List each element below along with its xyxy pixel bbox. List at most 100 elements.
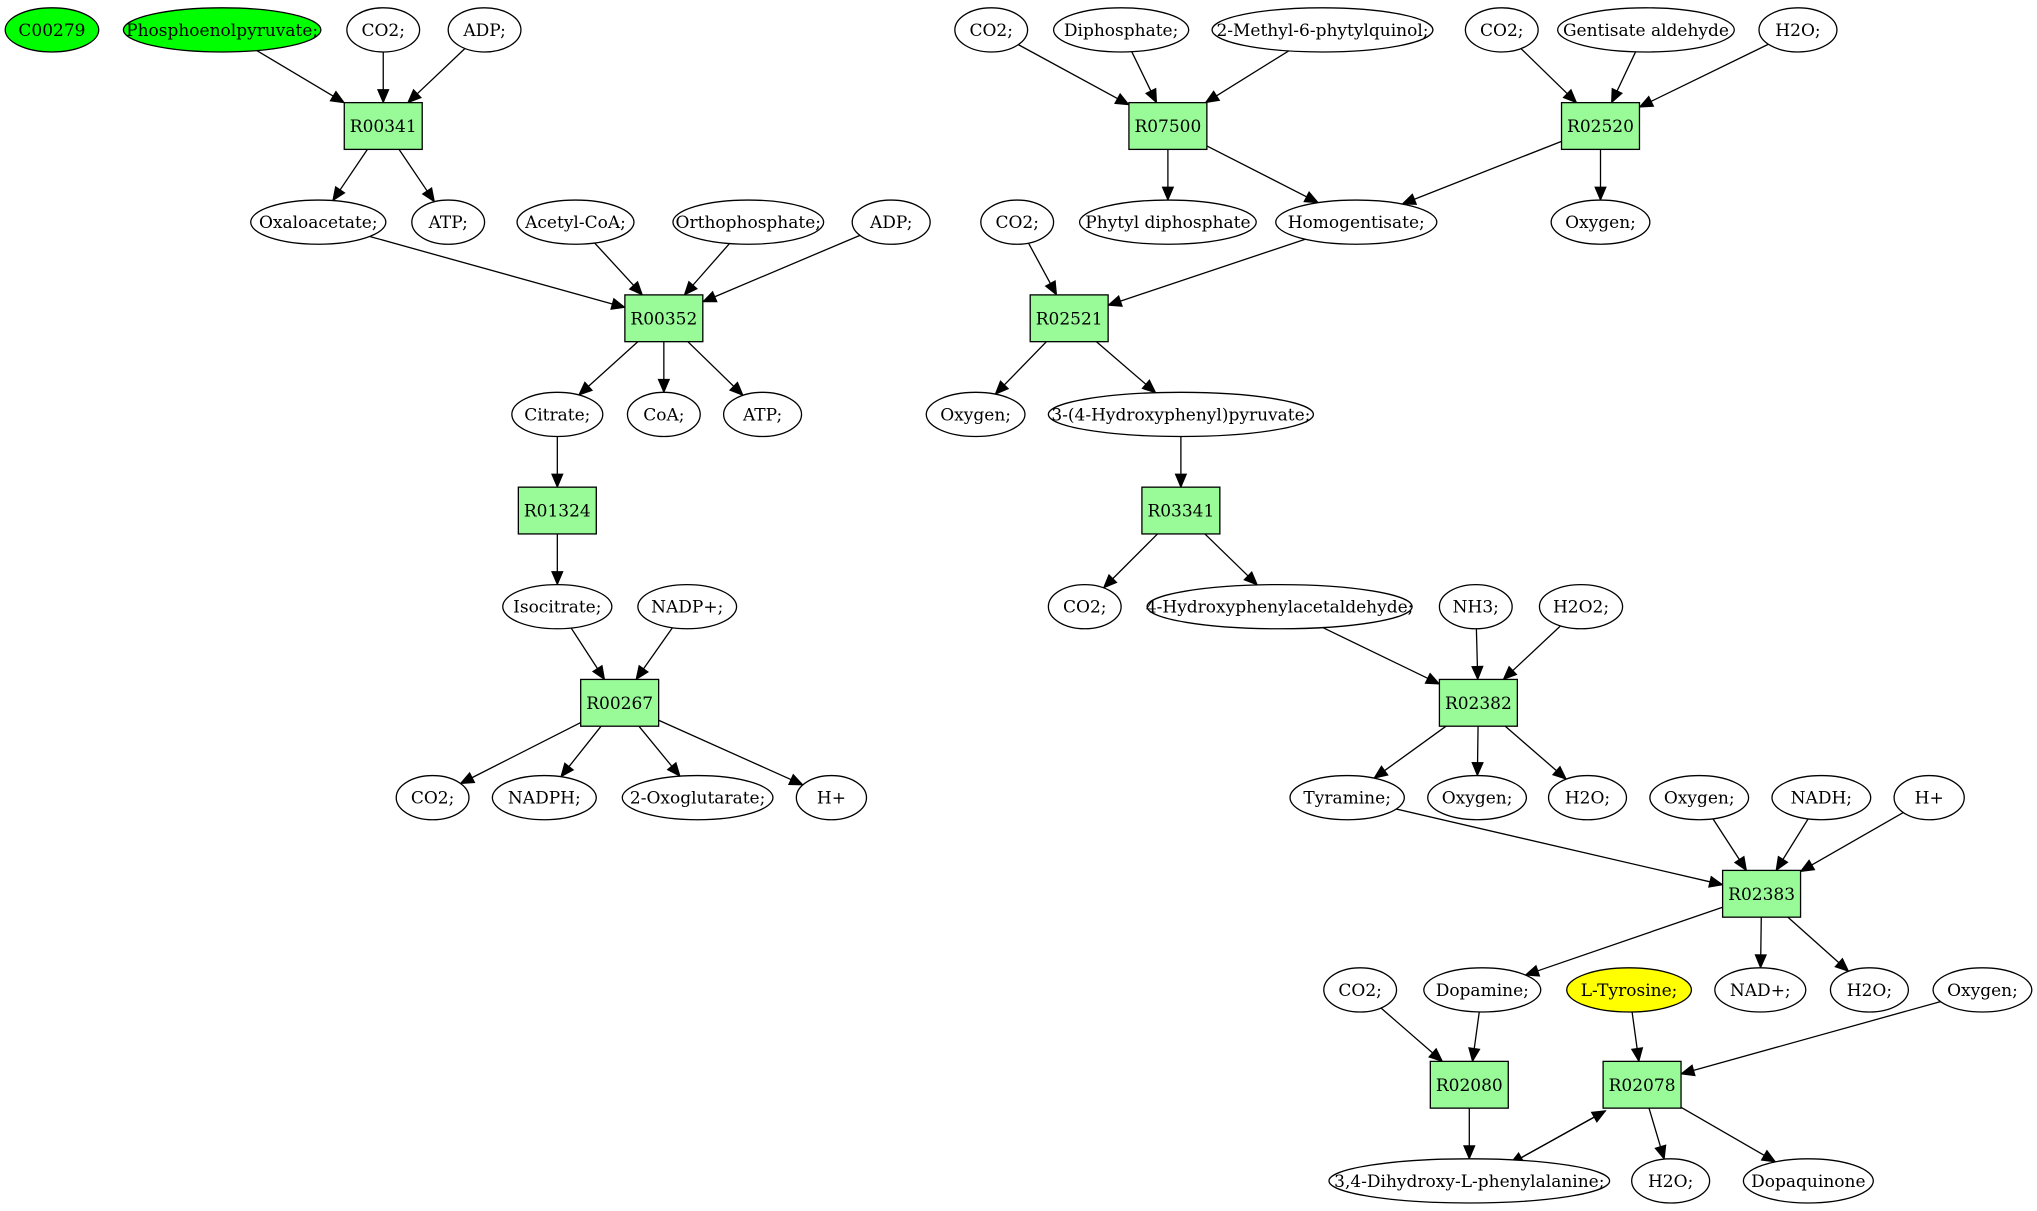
edge-line [638,725,673,767]
compound-node-co2_g[interactable]: CO2; [1323,967,1398,1013]
compound-node-co2_d[interactable]: CO2; [1464,7,1539,53]
node-label: NADP+; [651,598,723,618]
compound-node-coa[interactable]: CoA; [626,391,701,438]
edge-r02520-to-homogent [1401,140,1562,205]
compound-node-oxy_a[interactable]: Oxygen; [1550,199,1651,245]
compound-node-homogent[interactable]: Homogentisate; [1275,199,1438,245]
compound-node-co2_c[interactable]: CO2; [954,7,1029,53]
edge-line [416,48,466,95]
compound-node-nadh[interactable]: NADH; [1771,774,1872,821]
compound-node-adp_a[interactable]: ADP; [447,7,522,53]
reaction-node-r00267[interactable]: R00267 [580,678,660,727]
compound-node-dopa[interactable]: 3,4-Dihydroxy-L-phenylalanine; [1328,1158,1611,1204]
compound-node-hpaa[interactable]: 4-Hydroxyphenylacetaldehyde; [1146,583,1414,630]
compound-node-isocitrate[interactable]: Isocitrate; [502,583,613,630]
compound-node-gentald[interactable]: Gentisate aldehyde [1556,7,1735,53]
edge-r03341-to-hpaa [1204,533,1259,586]
compound-node-co2_a[interactable]: CO2; [346,7,421,53]
compound-node-h2o2[interactable]: H2O2; [1538,583,1624,630]
edge-line [1475,628,1479,667]
compound-ellipse [1146,583,1413,630]
node-label: 2-Oxoglutarate; [630,789,765,809]
compound-ellipse [1438,583,1513,630]
compound-node-atp_a[interactable]: ATP; [411,199,486,245]
node-label: Oxygen; [1664,789,1735,809]
reaction-node-r02080[interactable]: R02080 [1429,1060,1509,1109]
reaction-node-r02383[interactable]: R02383 [1721,869,1802,918]
compound-node-ppi[interactable]: Diphosphate; [1052,7,1190,53]
compound-node-co2_f[interactable]: CO2; [1047,583,1122,630]
arrowhead [1373,765,1389,779]
edge-r07500-to-homogent [1206,145,1320,204]
compound-node-citrate[interactable]: Citrate; [511,391,604,438]
compound-ellipse [1052,7,1190,53]
compound-node-oxoglu[interactable]: 2-Oxoglutarate; [621,774,774,821]
compound-node-tyrosine[interactable]: L-Tyrosine; [1566,967,1693,1013]
compound-node-nadph[interactable]: NADPH; [491,774,597,821]
reaction-node-r00341[interactable]: R00341 [343,101,423,151]
compound-node-nadp[interactable]: NADP+; [637,583,738,630]
compound-ellipse [637,583,738,630]
edge-gentald-to-r02520 [1611,51,1637,104]
compound-ellipse [1550,199,1651,245]
compound-node-oxy_d[interactable]: Oxygen; [1649,774,1750,821]
compound-node-h2o_b[interactable]: H2O; [1547,774,1628,821]
arrowhead [1204,90,1221,104]
edge-line [1414,140,1562,200]
compound-node-adp_b[interactable]: ADP; [851,199,931,245]
compound-node-hpp[interactable]: 3-(4-Hydroxyphenyl)pyruvate; [1047,391,1315,438]
compound-node-hplus_b[interactable]: H+ [1893,774,1965,821]
compound-node-accoa[interactable]: Acetyl-CoA; [516,199,635,245]
node-label: R02521 [1036,309,1103,329]
reaction-node-r02382[interactable]: R02382 [1438,678,1519,727]
reaction-node-r03341[interactable]: R03341 [1141,486,1221,535]
reaction-node-r02520[interactable]: R02520 [1560,101,1641,151]
compound-node-mpq[interactable]: 2-Methyl-6-phytylquinol; [1211,7,1434,53]
reaction-node-r02078[interactable]: R02078 [1602,1060,1682,1109]
edge-line [1204,533,1249,577]
edge-adp_a-to-r00341 [406,48,466,104]
edge-line [594,242,635,286]
compound-node-nh3[interactable]: NH3; [1438,583,1513,630]
compound-node-oxy_e[interactable]: Oxygen; [1932,967,2033,1013]
compound-node-c00279[interactable]: C00279 [4,7,100,53]
reaction-node-r07500[interactable]: R07500 [1128,101,1208,151]
compound-node-tyramine[interactable]: Tyramine; [1289,774,1405,821]
compound-node-co2_b[interactable]: CO2; [395,774,470,821]
compound-node-atp_b[interactable]: ATP; [722,391,803,438]
compound-node-hplus_a[interactable]: H+ [795,774,868,821]
edge-line [1396,808,1711,883]
compound-node-pi[interactable]: Orthophosphate; [672,199,825,245]
edge-line [1787,916,1840,964]
compound-node-h2o_c[interactable]: H2O; [1829,967,1910,1013]
compound-ellipse [954,7,1029,53]
compound-node-dopaq[interactable]: Dopaquinone [1742,1158,1874,1204]
node-label: R02080 [1436,1076,1503,1096]
reaction-node-r01324[interactable]: R01324 [517,486,597,535]
edge-co2_e-to-r02521 [1027,242,1058,297]
compound-node-nad[interactable]: NAD+; [1714,967,1807,1013]
edge-line [1512,625,1561,672]
compound-node-oaa[interactable]: Oxaloacetate; [250,199,387,245]
arrowhead [628,280,644,296]
compound-node-oxy_b[interactable]: Oxygen; [925,391,1026,438]
arrowhead [376,89,390,104]
compound-ellipse [1275,199,1438,245]
compound-node-h2o_d[interactable]: H2O; [1631,1158,1711,1204]
arrowhead [332,185,346,202]
edge-line [658,719,792,781]
arrowhead [329,90,346,104]
reaction-node-r00352[interactable]: R00352 [624,294,704,343]
edge-line [1712,818,1740,860]
compound-node-co2_e[interactable]: CO2; [980,199,1055,245]
compound-ellipse [447,7,522,53]
arrowhead [1594,186,1607,202]
compound-node-oxy_c[interactable]: Oxygen; [1427,774,1528,821]
reaction-node-r02521[interactable]: R02521 [1029,294,1109,343]
arrowhead [1562,88,1578,104]
node-label: 4-Hydroxyphenylacetaldehyde; [1146,598,1414,618]
compound-node-phytyl[interactable]: Phytyl diphosphate [1078,199,1257,245]
compound-node-dopamine[interactable]: Dopamine; [1423,967,1542,1013]
compound-node-h2o_a[interactable]: H2O; [1758,7,1838,53]
compound-node-pep[interactable]: Phosphoenolpyruvate; [122,7,322,53]
